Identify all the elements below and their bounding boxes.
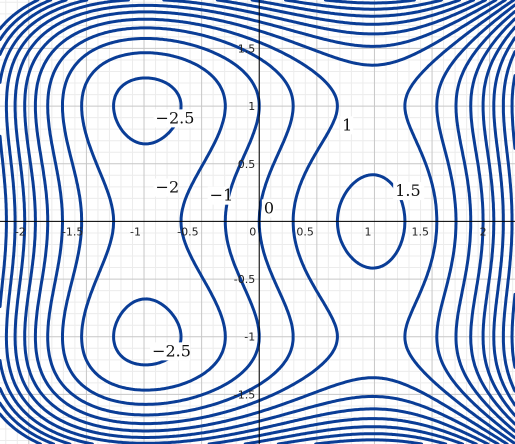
x-tick-label: 0 xyxy=(249,225,256,238)
contour-value-label: −1 xyxy=(210,186,234,205)
contour-line xyxy=(0,0,478,444)
contour-line xyxy=(33,0,515,444)
x-tick-label: -1.5 xyxy=(62,225,83,238)
x-tick-label: 2 xyxy=(480,225,487,238)
contour-value-label: −2.5 xyxy=(156,108,195,127)
x-tick-label: -1 xyxy=(130,225,141,238)
contour-line xyxy=(80,17,515,426)
contour-value-label: 1 xyxy=(342,115,352,134)
x-tick-label: 1 xyxy=(364,225,371,238)
y-tick-label: -1 xyxy=(244,331,255,344)
contour-line xyxy=(0,0,424,444)
contour-line xyxy=(13,0,500,444)
x-tick-label: -0.5 xyxy=(177,225,198,238)
contour-value-label: 1.5 xyxy=(395,181,420,200)
contour-label-background xyxy=(207,186,230,205)
contour-label-background xyxy=(153,109,194,128)
y-tick-label: 1 xyxy=(248,100,255,113)
y-tick-label: -1.5 xyxy=(234,388,255,401)
contour-line xyxy=(0,0,448,444)
x-tick-label: 0.5 xyxy=(296,225,314,238)
tick-labels: -2 -1.5 -1 -0.5 0 0.5 1 1.5 2 1.5 1 0.5 -0.5 -1 -1.5 xyxy=(15,42,487,401)
contour-label-background xyxy=(150,342,191,361)
contour-value-label: −2.5 xyxy=(152,341,191,360)
contour-label-background xyxy=(153,178,176,197)
contour-line xyxy=(0,0,465,444)
contour-label-background xyxy=(340,116,354,135)
y-tick-label: -0.5 xyxy=(234,273,255,286)
contour-label-background xyxy=(393,182,425,201)
contour-line xyxy=(492,36,515,407)
x-tick-label: -2 xyxy=(15,225,26,238)
contour-line xyxy=(46,3,515,440)
contour-line xyxy=(23,0,509,444)
y-tick-label: 1.5 xyxy=(238,42,256,55)
y-tick-label: 0.5 xyxy=(238,158,256,171)
x-tick-label: 1.5 xyxy=(412,225,430,238)
contour-line xyxy=(4,0,490,444)
contour-value-label: −2 xyxy=(156,178,180,197)
contour-value-label: 0 xyxy=(264,198,274,217)
contour-line xyxy=(61,10,515,433)
contour-labels: −2.5 −2 −1 0 1 1.5 −2.5 xyxy=(150,108,425,361)
contour-label-background xyxy=(261,199,275,218)
